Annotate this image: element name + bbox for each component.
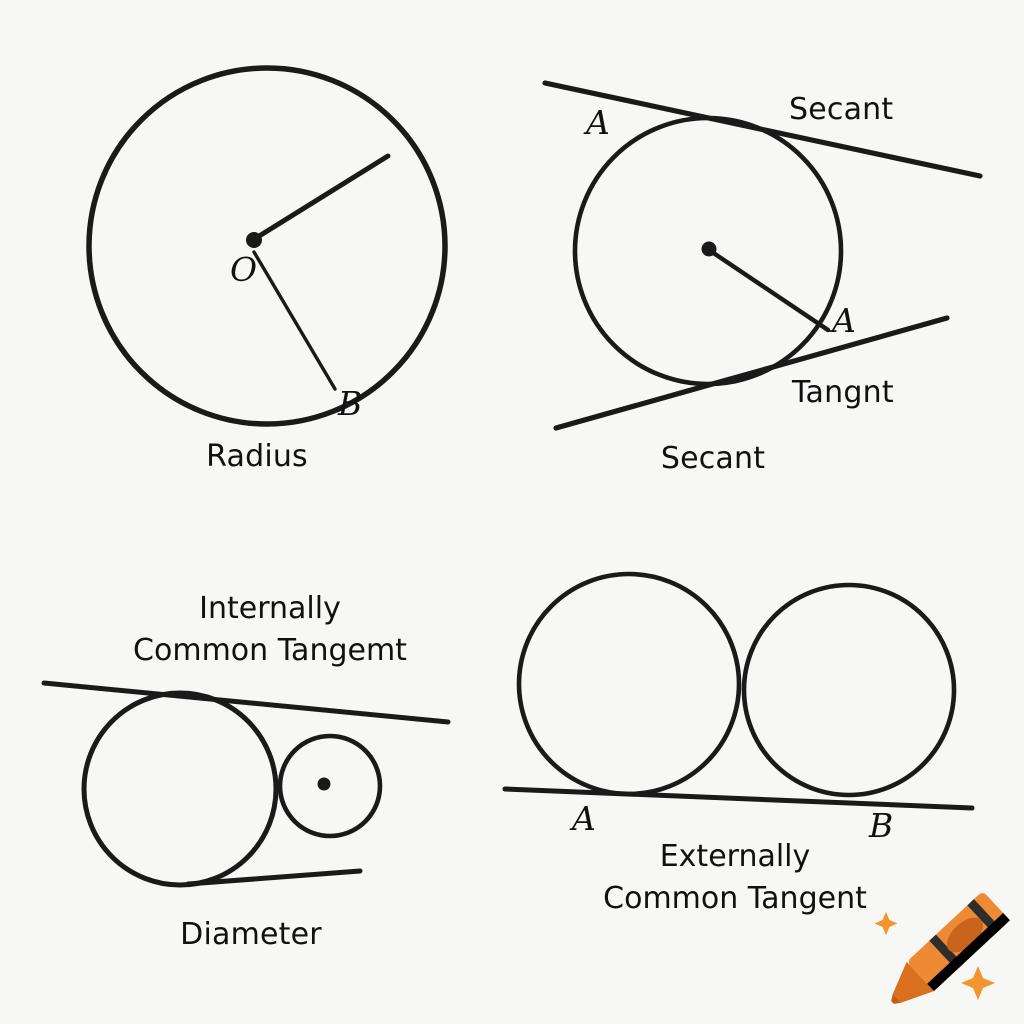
point-label-a-external: A [572,799,596,838]
center-point-o-dot [246,232,262,248]
heading-common-tangent-internal: Common Tangemt [133,633,407,668]
caption-diameter: Diameter [180,917,322,952]
radius-segment-lower [252,250,337,391]
external-common-tangent-line [502,786,975,811]
point-label-b-external: B [869,806,894,845]
label-tangent: Tangnt [792,375,894,410]
secant-line-upper [542,80,983,179]
panel-secant-tangent-figure [542,80,983,431]
caption-common-tangent-external: Common Tangent [603,881,867,916]
radius-segment-upper [253,153,391,241]
internal-small-circle [277,733,383,839]
secant-tangent-center-dot [701,241,717,257]
panel-external-tangent-figure [502,571,975,811]
internal-common-tangent-line-upper [41,680,451,725]
panel-internal-tangent-figure [41,680,451,888]
radius-to-tangent-point [709,249,831,333]
panel-radius-figure [86,65,448,427]
point-label-a-lower: A [832,301,856,340]
caption-externally: Externally [659,839,811,874]
radius-circle [86,65,448,427]
external-left-circle [516,571,742,797]
point-label-o: O [230,250,258,289]
internal-small-circle-center-dot [317,777,331,791]
secant-line-lower [553,315,950,431]
caption-secant-bottom: Secant [660,441,766,476]
heading-internally: Internally [199,591,341,626]
point-label-b-radius: B [338,384,363,423]
label-secant-top: Secant [789,92,894,127]
internal-common-tangent-line-lower [185,868,363,887]
point-label-a-upper: A [586,103,610,142]
external-right-circle [741,582,957,798]
caption-radius: Radius [206,439,308,474]
internal-large-circle [81,690,279,888]
